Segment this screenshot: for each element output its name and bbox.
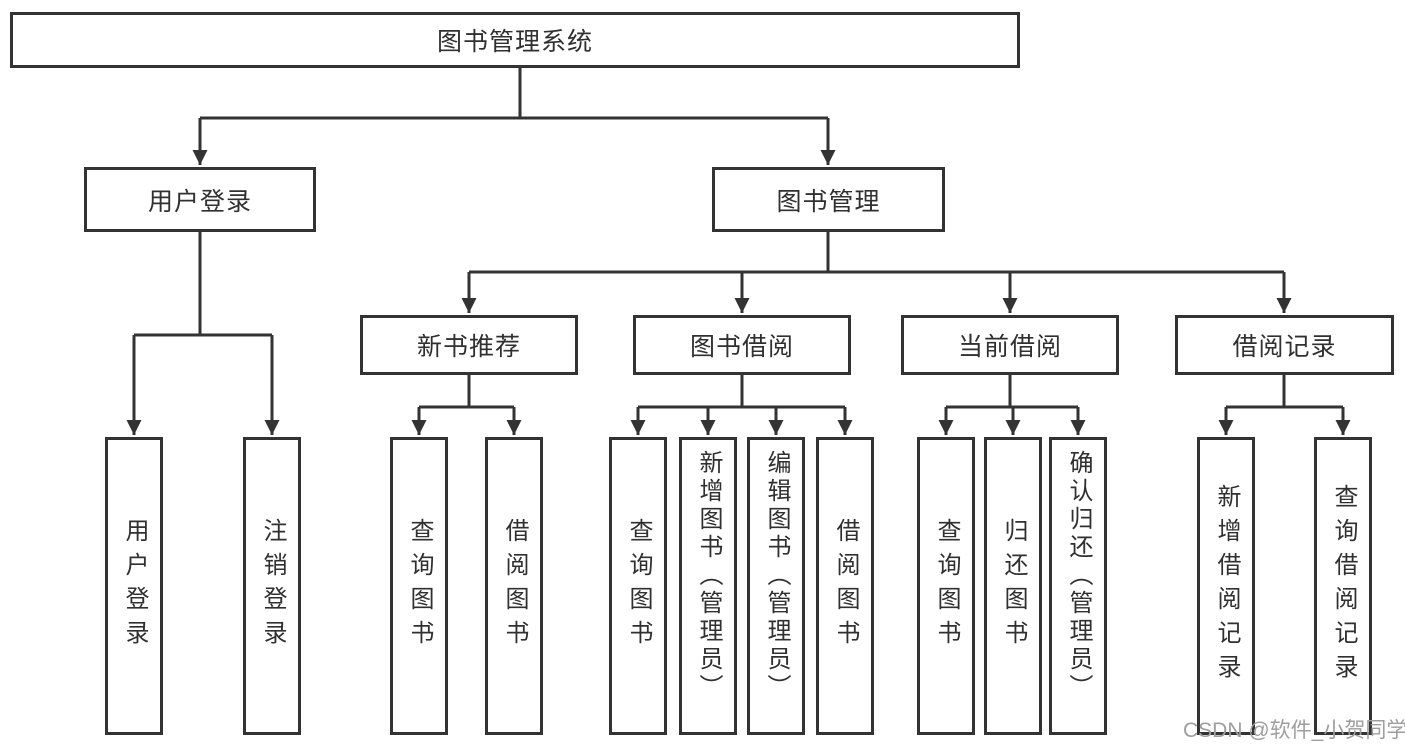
node-l3-current-borrow: 当前借阅 (901, 315, 1119, 375)
leaf-label: 确认归还（管理员） (1065, 450, 1092, 702)
node-l2-book-management: 图书管理 (712, 167, 945, 232)
leaf-label: 编辑图书（管理员） (763, 450, 790, 702)
leaf-label: 查询图书 (933, 518, 960, 654)
leaf-label: 新增借阅记录 (1213, 484, 1240, 688)
leaf-edit-books-admin: 编辑图书（管理员） (747, 437, 805, 735)
node-root: 图书管理系统 (10, 12, 1020, 68)
leaf-borrow-books-recommend: 借阅图书 (485, 437, 543, 735)
leaf-label: 借阅图书 (501, 518, 528, 654)
watermark-text: CSDN @软件_小贺同学 (1183, 719, 1405, 742)
leaf-query-books-recommend: 查询图书 (390, 437, 448, 735)
leaf-add-books-admin: 新增图书（管理员） (679, 437, 737, 735)
leaf-user-login: 用户登录 (105, 437, 163, 735)
leaf-label: 查询图书 (625, 518, 652, 654)
leaf-label: 用户登录 (121, 518, 148, 654)
node-l2-user-login: 用户登录 (84, 167, 316, 232)
leaf-borrow-books: 借阅图书 (816, 437, 874, 735)
leaf-label: 注销登录 (259, 518, 286, 654)
leaf-label: 查询借阅记录 (1330, 484, 1357, 688)
leaf-query-books-current: 查询图书 (917, 437, 975, 735)
leaf-add-borrow-record: 新增借阅记录 (1197, 437, 1255, 735)
node-l3-borrow-records: 借阅记录 (1175, 315, 1394, 375)
leaf-return-books: 归还图书 (984, 437, 1042, 735)
node-label: 新书推荐 (416, 333, 521, 361)
node-label: 借阅记录 (1232, 333, 1337, 361)
leaf-label: 新增图书（管理员） (695, 450, 722, 702)
leaf-query-borrow-record: 查询借阅记录 (1314, 437, 1372, 735)
node-label: 当前借阅 (957, 333, 1062, 361)
leaf-query-books-borrow: 查询图书 (609, 437, 667, 735)
leaf-logout: 注销登录 (243, 437, 301, 735)
node-l3-book-borrow: 图书借阅 (633, 315, 851, 375)
leaf-label: 归还图书 (1000, 518, 1027, 654)
node-l3-new-book-recommend: 新书推荐 (360, 315, 578, 375)
leaf-label: 借阅图书 (832, 518, 859, 654)
node-root-label: 图书管理系统 (436, 28, 593, 56)
node-label: 用户登录 (147, 187, 252, 216)
node-label: 图书管理 (776, 187, 881, 216)
leaf-label: 查询图书 (406, 518, 433, 654)
node-label: 图书借阅 (689, 333, 794, 361)
leaf-confirm-return-admin: 确认归还（管理员） (1049, 437, 1107, 735)
